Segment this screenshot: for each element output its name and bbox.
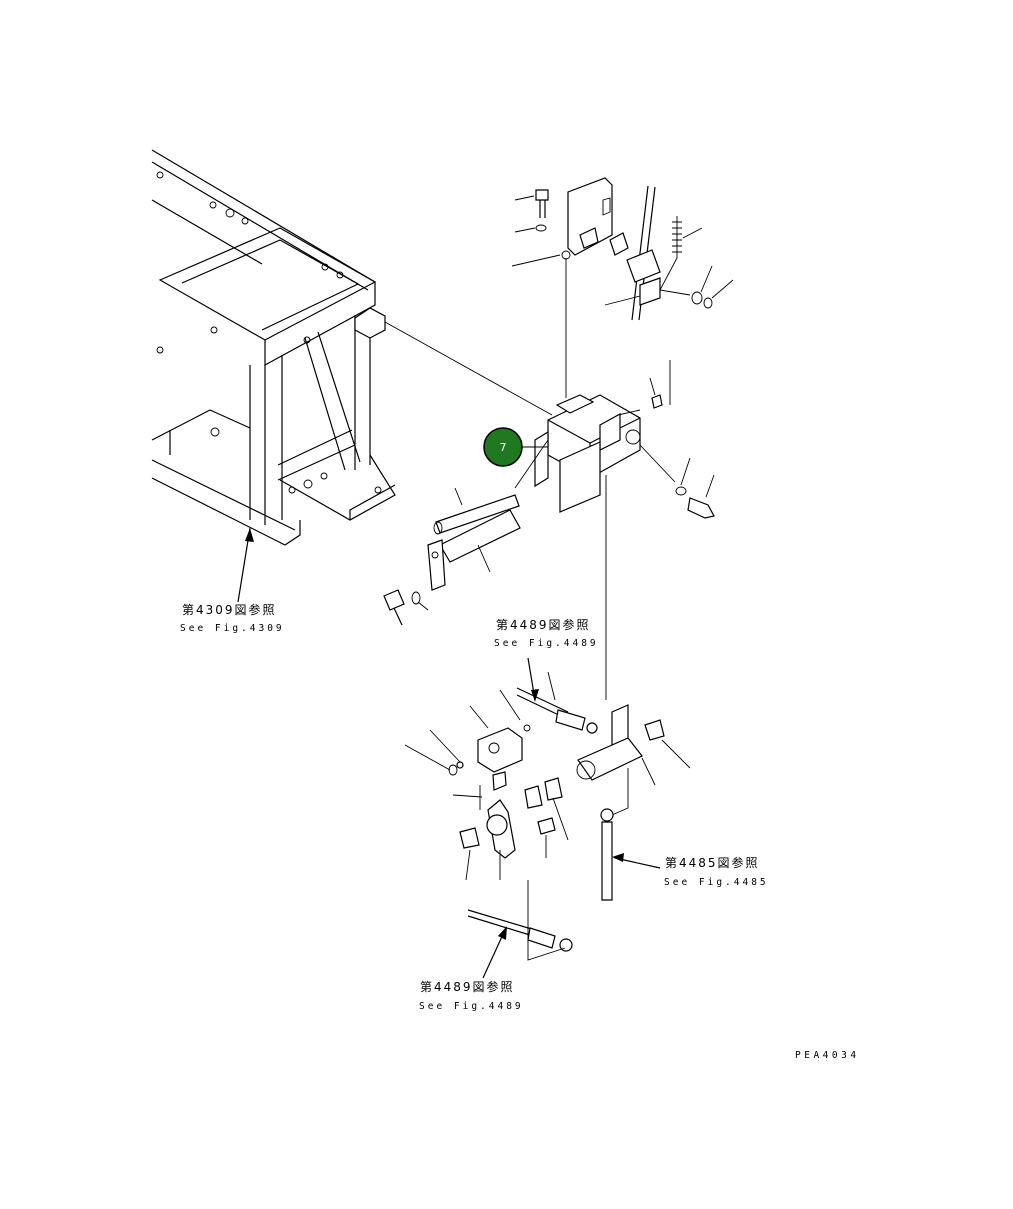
shaft-parts: [383, 439, 549, 626]
reference-en: See Fig.4489: [419, 1001, 524, 1012]
side-fasteners: [617, 360, 715, 519]
bracket-assembly: [534, 394, 641, 513]
reference-en: See Fig.4485: [664, 877, 769, 888]
drawing-code: PEA4034: [795, 1050, 860, 1061]
reference-label-fig4485: 第4485図参照 See Fig.4485: [664, 855, 769, 888]
callout-7[interactable]: 7: [483, 427, 548, 467]
upper-parts: [511, 177, 734, 398]
reference-arrows: [237, 527, 661, 979]
reference-jp: 第4489図参照: [420, 979, 515, 994]
reference-jp: 第4485図参照: [665, 855, 760, 870]
callout-label: 7: [500, 441, 507, 454]
reference-label-fig4489-lower: 第4489図参照 See Fig.4489: [419, 979, 524, 1012]
lower-lever-assembly: [404, 671, 691, 961]
reference-label-fig4489-upper: 第4489図参照 See Fig.4489: [494, 617, 599, 649]
reference-jp: 第4309図参照: [182, 602, 277, 617]
reference-jp: 第4489図参照: [496, 617, 591, 632]
reference-en: See Fig.4489: [494, 638, 599, 649]
frame-assembly: [151, 149, 396, 546]
reference-label-fig4309: 第4309図参照 See Fig.4309: [180, 602, 285, 634]
reference-en: See Fig.4309: [180, 623, 285, 634]
